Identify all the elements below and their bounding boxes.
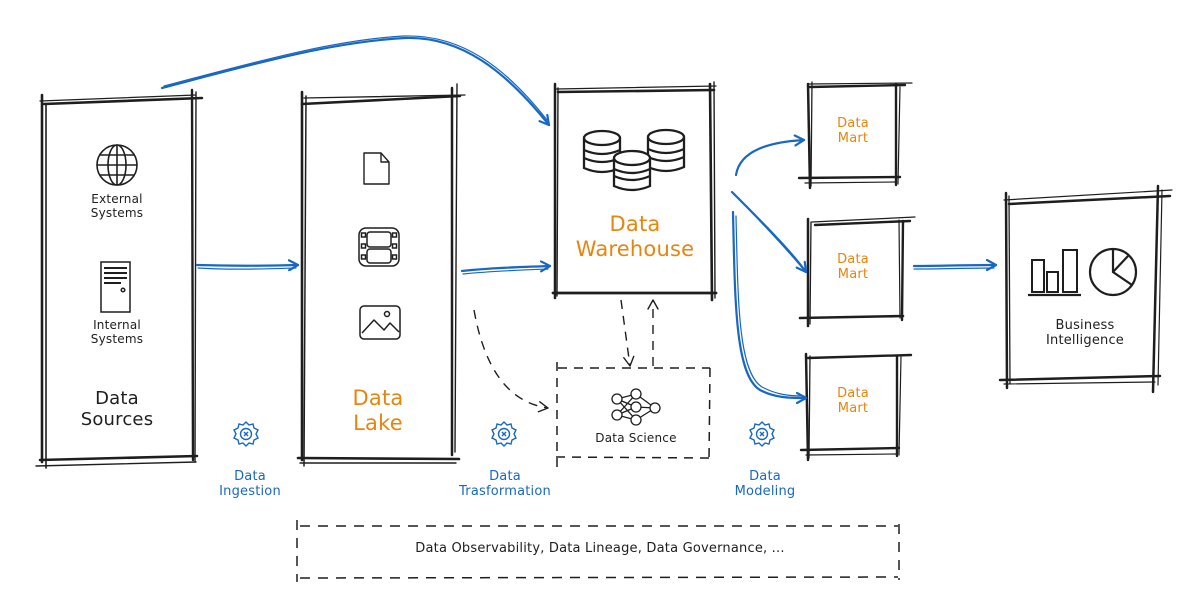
external-systems-label: External Systems — [90, 192, 144, 221]
data-mart-box-3 — [799, 352, 913, 462]
data-warehouse-box — [551, 81, 718, 302]
mart-to-bi-arrow — [912, 265, 998, 266]
data-mart-box-1 — [797, 81, 913, 190]
warehouse-to-science-arrow — [620, 299, 635, 367]
gear-icon — [491, 421, 517, 447]
server-icon — [100, 261, 131, 313]
business-intelligence-title: Business Intelligence — [1045, 318, 1125, 349]
globe-icon — [96, 144, 138, 186]
data-mart-box-2 — [798, 216, 916, 328]
neural-network-icon — [611, 388, 661, 426]
pie-chart-icon — [1088, 247, 1138, 297]
warehouse-to-mart-1-arrow — [734, 140, 806, 177]
governance-bar-border — [296, 520, 900, 582]
gear-icon — [233, 421, 259, 447]
lake-to-science-arrow — [473, 309, 549, 413]
warehouse-to-mart-3-arrow — [731, 210, 808, 398]
data-mart-3-title: Data Mart — [837, 386, 869, 417]
lake-to-warehouse-arrow — [460, 266, 552, 271]
data-lake-box — [296, 83, 466, 467]
data-sources-title: Data Sources — [80, 388, 154, 431]
data-warehouse-title: Data Warehouse — [575, 212, 695, 261]
governance-bar-text: Data Observability, Data Lineage, Data G… — [415, 541, 785, 556]
sources-to-warehouse-arrow — [160, 36, 551, 127]
data-mart-1-title: Data Mart — [837, 116, 869, 147]
internal-systems-label: Internal Systems — [90, 318, 144, 347]
stage-transformation-label: Data Trasformation — [459, 469, 551, 500]
data-sources-box — [35, 88, 204, 469]
data-science-title: Data Science — [595, 431, 677, 445]
stage-modeling-label: Data Modeling — [734, 469, 796, 500]
film-icon — [358, 227, 400, 267]
data-science-box — [555, 362, 711, 468]
sources-to-lake-arrow — [195, 265, 300, 266]
stage-ingestion-label: Data Ingestion — [219, 469, 281, 500]
bar-chart-icon — [1028, 249, 1081, 297]
data-mart-2-title: Data Mart — [837, 252, 869, 283]
business-intelligence-box — [998, 184, 1173, 394]
gear-icon — [749, 421, 775, 447]
document-icon — [363, 152, 390, 185]
image-icon — [359, 305, 401, 340]
data-lake-title: Data Lake — [352, 386, 404, 435]
database-icon — [582, 128, 686, 192]
